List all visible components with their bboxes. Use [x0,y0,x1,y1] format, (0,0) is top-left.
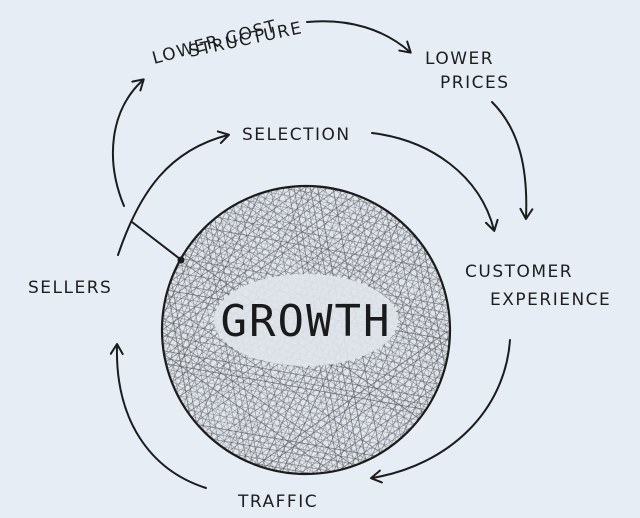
hatch-stroke [199,196,253,474]
hatch-stroke [162,321,375,474]
hatch-stroke [162,186,351,305]
label-selection: SELECTION [242,125,351,145]
hatch-stroke [173,214,450,268]
hatch-stroke [162,340,448,394]
label-customer: CUSTOMER [465,262,573,282]
connector-dot [177,256,185,264]
arrow-customer-to-traffic [370,339,511,484]
hatch-stroke [324,232,450,474]
hatch-stroke [299,220,427,474]
hatch-stroke [162,346,357,474]
hatch-stroke [162,278,405,452]
arrow-traffic-to-sellers [109,343,207,489]
hatch-stroke [361,249,450,474]
label-growth: GROWTH [221,296,392,347]
hatch-stroke [331,235,450,474]
hatch-stroke [221,188,450,362]
hatch-stroke [162,186,374,337]
hatch-stroke [174,209,450,263]
hatch-stroke [162,186,280,425]
hatch-stroke [259,353,450,474]
hatch-stroke [162,356,351,474]
hatch-stroke [162,186,378,343]
hatch-stroke [162,377,441,431]
hatch-stroke [258,186,450,309]
hatch-stroke [162,186,287,428]
hatch-stroke [162,186,354,309]
hatch-stroke [165,186,293,431]
hatch-stroke [240,325,450,474]
hatch-stroke [169,237,450,291]
arrow-selection-to-customer [371,132,499,232]
hatch-stroke [319,229,447,474]
hatch-stroke [247,186,450,325]
hatch-stroke [230,311,450,474]
hatch-stroke [162,401,437,455]
hatch-stroke [162,355,445,409]
hatch-stroke [162,186,366,326]
hatch-stroke [162,326,371,474]
label-sellers: SELLERS [28,278,112,298]
hatch-stroke [162,382,440,436]
arrow-sellers-to-cost [111,78,145,207]
hatch-stroke [263,358,450,474]
hatch-stroke [170,232,450,286]
connector-to-circle [131,221,181,260]
hatch-stroke [262,186,450,304]
hatch-stroke [368,252,450,474]
hatch-stroke [255,347,450,474]
label-lower: LOWER [425,49,494,69]
hatch-stroke [162,186,358,315]
hatch-stroke [162,302,388,474]
hatch-stroke [162,350,354,474]
hatch-stroke [162,340,361,474]
hatch-stroke [172,221,450,275]
hatch-stroke [214,288,450,462]
arrow-sellers-to-selection [117,130,230,256]
hatch-stroke [162,186,247,409]
hatch-stroke [181,199,235,474]
hatch-stroke [162,396,438,449]
hatch-stroke [162,186,252,411]
label-prices: PRICES [440,73,509,93]
hatch-stroke [207,279,450,453]
hatch-stroke [235,186,450,342]
hatch-stroke [162,389,439,442]
arrow-prices-to-customer [491,101,534,220]
hatch-stroke [250,186,450,321]
hatch-stroke [162,186,241,406]
hatch-stroke [254,186,450,315]
hatch-stroke [187,198,241,474]
growth-circle-outline [160,184,452,476]
growth-label-clearing [214,274,398,366]
hatch-stroke [162,335,365,474]
hatch-stroke [312,226,440,474]
hatch-stroke [372,186,426,462]
hatch-stroke [227,186,450,353]
label-traffic: TRAFFIC [237,492,318,512]
hatch-stroke [171,226,450,280]
hatch-stroke [162,360,444,414]
label-experience: EXPERIENCE [490,290,611,310]
arrow-cost-to-prices [306,20,412,54]
hatch-stroke [168,244,450,297]
hatch-stroke [305,223,434,474]
